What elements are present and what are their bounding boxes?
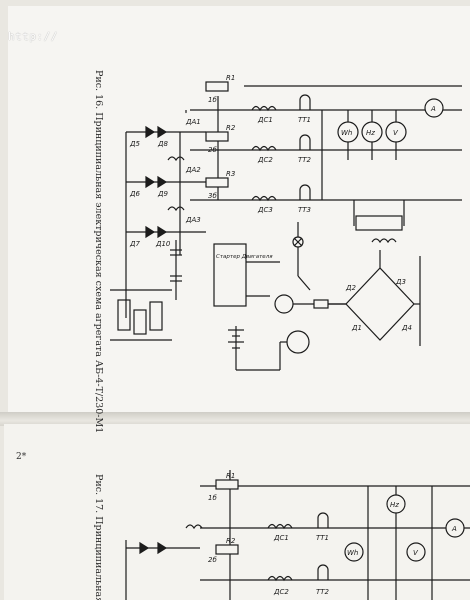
meter-label-a-bottom: A xyxy=(451,525,457,533)
diode-label-d5: Д5 xyxy=(129,140,140,148)
meter-label-a: A xyxy=(430,105,436,113)
choke-label-da1: ДА1 xyxy=(185,118,201,126)
resistor-label-r1: R1 xyxy=(226,74,235,82)
diode-label-d3: Д3 xyxy=(395,278,406,286)
resistor-label-r2: R2 xyxy=(226,124,236,132)
meter-label-wh: Wh xyxy=(341,129,352,137)
tt-label-1-bottom: ТТ1 xyxy=(316,534,329,542)
node-label-1b: 1б xyxy=(208,96,217,104)
tt-label-1: ТТ1 xyxy=(298,116,311,124)
tt-label-2: ТТ2 xyxy=(298,156,312,164)
diode-label-d2: Д2 xyxy=(345,284,356,292)
diode-label-d6: Д6 xyxy=(129,190,140,198)
diode-label-d10: Д10 xyxy=(155,240,171,248)
choke-label-da2: ДА2 xyxy=(185,166,201,174)
node-label-1b-bottom: 1б xyxy=(208,494,217,502)
diode-label-d9: Д9 xyxy=(157,190,168,198)
resistor-label-r3: R3 xyxy=(226,170,235,178)
choke-label-dc3: ДС3 xyxy=(257,206,273,214)
starter-box-label: Стартер Двигателя xyxy=(216,254,273,260)
choke-label-da3: ДА3 xyxy=(185,216,201,224)
resistor-label-r1-bottom: R1 xyxy=(226,472,235,480)
choke-label-dc2: ДС2 xyxy=(257,156,273,164)
diode-label-d8: Д8 xyxy=(157,140,168,148)
meter-label-v: V xyxy=(393,129,399,137)
meter-label-hz-bottom: Hz xyxy=(390,501,399,509)
meter-label-hz: Hz xyxy=(366,129,375,137)
resistor-label-r2-bottom: R2 xyxy=(226,537,236,545)
diode-label-d1: Д1 xyxy=(351,324,362,332)
tt-label-2-bottom: ТТ2 xyxy=(316,588,330,596)
meter-label-wh-bottom: Wh xyxy=(347,549,358,557)
diode-label-d7: Д7 xyxy=(129,240,140,248)
page-fold xyxy=(0,412,470,426)
upper-sheet xyxy=(8,6,470,414)
choke-label-dc1-bottom: ДС1 xyxy=(273,534,289,542)
diode-label-d4: Д4 xyxy=(401,324,412,332)
watermark: http:// xyxy=(8,30,58,43)
choke-label-dc2-bottom: ДС2 xyxy=(273,588,289,596)
page-number: 2* xyxy=(16,452,27,462)
meter-label-v-bottom: V xyxy=(413,549,419,557)
node-label-3b: 3б xyxy=(208,192,217,200)
node-label-2b-bottom: 2б xyxy=(208,556,217,564)
node-label-2b: 2б xyxy=(208,146,217,154)
choke-label-dc1: ДС1 xyxy=(257,116,273,124)
tt-label-3: ТТ3 xyxy=(298,206,311,214)
